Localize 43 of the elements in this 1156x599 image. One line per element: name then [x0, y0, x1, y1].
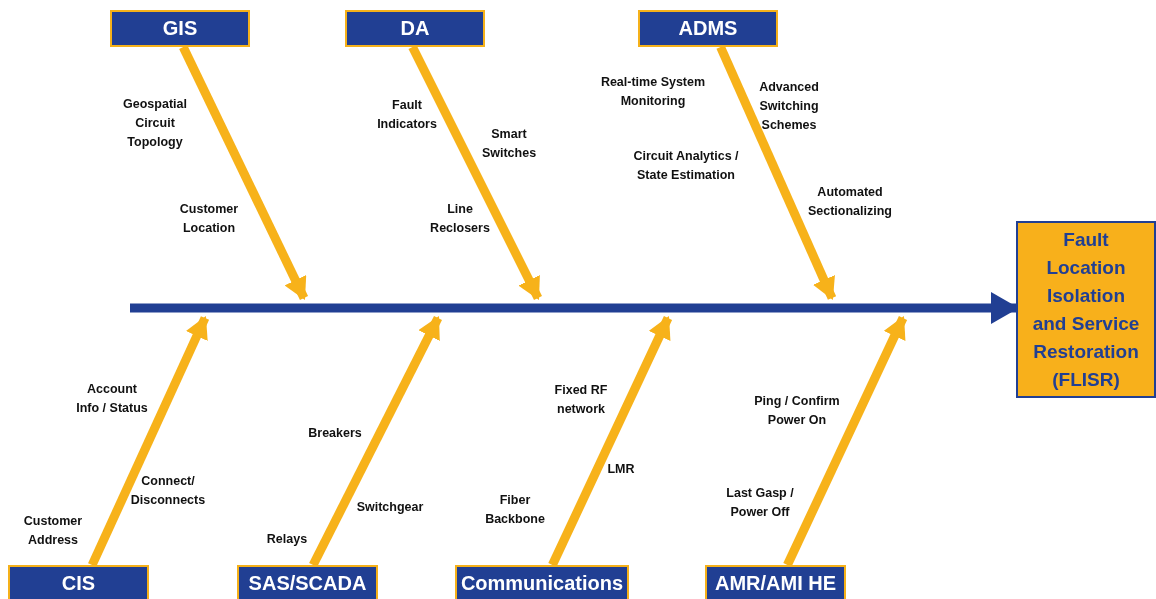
bone-arrow [408, 45, 543, 300]
category-box [110, 10, 250, 47]
category-title: SAS/SCADA [248, 571, 367, 595]
cause-label: Customer Location [178, 201, 240, 237]
bone-arrow [179, 45, 309, 300]
cause-label: Automated Sectionalizing [806, 184, 893, 220]
category-title: CIS [61, 571, 96, 595]
cause-label: Last Gasp / Power Off [725, 485, 795, 521]
cause-label: Real-time System Monitoring [599, 74, 707, 110]
cause-label: Advanced Switching Schemes [758, 78, 820, 134]
cause-label: Relays [265, 530, 309, 548]
category-title: ADMS [678, 17, 738, 40]
cause-label: LMR [606, 460, 636, 478]
cause-label: Geospatial Circuit Topology [122, 95, 188, 151]
bone-arrow [783, 316, 908, 567]
cause-label: Circuit Analytics / State Estimation [632, 148, 740, 184]
category-box [345, 10, 485, 47]
cause-label: Line Reclosers [429, 201, 491, 237]
cause-label: Breakers [307, 424, 363, 442]
cause-label: Fixed RF network [553, 382, 609, 418]
effect-box [1016, 221, 1156, 398]
cause-label: Customer Address [22, 513, 84, 549]
bone-arrow [309, 315, 442, 568]
category-title: GIS [162, 17, 198, 40]
bone-arrow [716, 45, 837, 300]
bone-arrow [548, 316, 673, 567]
cause-label: Ping / Confirm Power On [753, 393, 841, 429]
cause-label: Connect/ Disconnects [129, 473, 207, 509]
cause-label: Fiber Backbone [484, 492, 546, 528]
cause-label: Fault Indicators [376, 97, 438, 133]
category-box [705, 565, 846, 599]
bone-arrow [88, 316, 210, 567]
cause-label: Smart Switches [480, 126, 538, 162]
effect-title: Fault Location Isolation and Service Restoration (FLISR) [1031, 227, 1141, 392]
category-box [8, 565, 149, 599]
cause-label: Switchgear [355, 498, 425, 516]
category-title: DA [400, 17, 430, 40]
category-box [237, 565, 378, 599]
cause-label: Account Info / Status [75, 381, 149, 417]
category-box [455, 565, 629, 599]
category-title: Communications [460, 571, 624, 595]
category-box [638, 10, 778, 47]
category-title: AMR/AMI HE [714, 571, 837, 595]
